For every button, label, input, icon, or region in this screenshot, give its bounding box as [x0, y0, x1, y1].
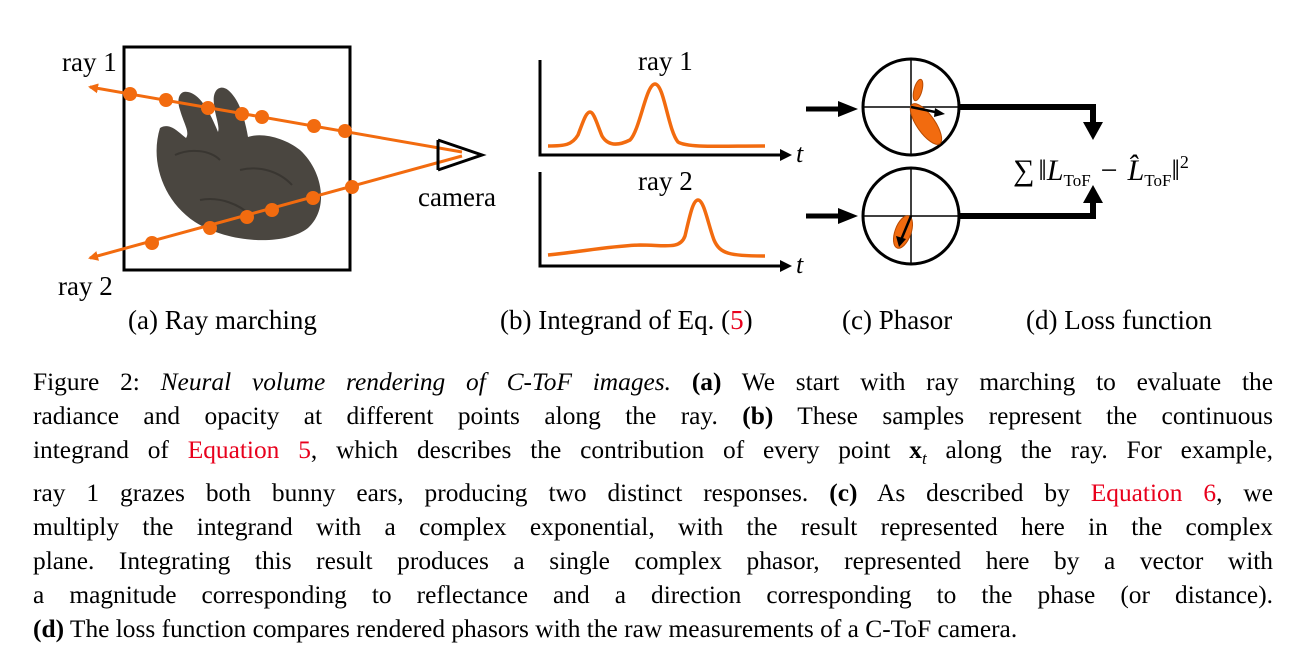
plot-1-axes: [538, 60, 780, 157]
equation-6-ref-link[interactable]: Equation 6: [1090, 479, 1217, 508]
sample-point: [338, 124, 352, 138]
caption-text: ray 1 grazes both bunny ears, producing …: [33, 479, 830, 508]
plot-2-axes: [538, 172, 780, 268]
sample-point: [240, 210, 254, 224]
loss-arrow-bottom: [960, 200, 1096, 219]
subcaption-b: (b) Integrand of Eq. (5): [500, 305, 753, 336]
ray-2-samples: [145, 180, 359, 250]
camera-label: camera: [418, 182, 496, 212]
subcaption-c: (c) Phasor: [842, 305, 953, 335]
sample-point: [345, 180, 359, 194]
caption-line: plane. Integrating this result produces …: [33, 547, 1273, 576]
plot-1-label: ray 1: [638, 46, 693, 76]
math-x: x: [909, 436, 922, 464]
subcaption-b-text: (b) Integrand of Eq. (: [500, 305, 731, 335]
caption-line: integrand of Equation 5, which describes…: [33, 433, 1273, 476]
caption-line: (d) The loss function compares rendered …: [33, 612, 1273, 646]
loss-formula: ∑‖LToF−L̂ToF‖2: [1013, 152, 1189, 190]
figure-label: Figure 2:: [33, 368, 161, 396]
plot-2-axis-arrow: [780, 260, 792, 272]
caption-text: integrand of: [33, 436, 188, 464]
loss-panel: ∑‖LToF−L̂ToF‖2: [960, 104, 1189, 219]
caption-text: We start with ray marching to evaluate t…: [721, 368, 1273, 396]
sample-point: [203, 221, 217, 235]
caption-text: radiance and opacity at different points…: [33, 402, 743, 430]
equation-5-link[interactable]: 5: [730, 305, 744, 335]
plot-1-axis-label: t: [796, 139, 804, 168]
figure-caption: Figure 2: Neural volume rendering of C-T…: [33, 365, 1273, 646]
caption-text: along the ray. For example,: [926, 436, 1274, 464]
plot-2-axis-label: t: [796, 250, 804, 279]
tag-d: (d): [33, 615, 65, 644]
sample-point: [235, 107, 249, 121]
tag-a: (a): [691, 368, 722, 396]
caption-line: Figure 2: Neural volume rendering of C-T…: [33, 365, 1273, 399]
ray-2-label: ray 2: [58, 271, 113, 301]
ray-1-samples: [123, 87, 352, 138]
caption-line: radiance and opacity at different points…: [33, 399, 1273, 433]
caption-text: As described by: [857, 479, 1091, 508]
integrand-panel: ray 1 t ray 2 t: [538, 46, 804, 279]
caption-line: a magnitude corresponding to reflectance…: [33, 581, 1273, 610]
sample-point: [123, 87, 137, 101]
figure-diagram: ray 1 ray 2 camera ray 1 t ray 2 t: [58, 45, 1189, 301]
phasor-circle-2: [861, 166, 961, 266]
caption-line: multiply the integrand with a complex ex…: [33, 513, 1273, 542]
caption-text: , we: [1216, 479, 1273, 508]
sample-point: [145, 236, 159, 250]
sample-point: [306, 191, 320, 205]
subcaption-d: (d) Loss function: [1026, 305, 1212, 335]
sample-point: [201, 101, 215, 115]
scene-box: [122, 45, 352, 272]
subcaption-b-close: ): [743, 305, 753, 335]
plot-1-axis-arrow: [780, 149, 792, 161]
plot-2-curve: [547, 198, 766, 258]
loss-arrow-top: [960, 104, 1096, 125]
plot-2-label: ray 2: [638, 166, 693, 196]
caption-line: ray 1 grazes both bunny ears, producing …: [33, 476, 1273, 510]
subcaption-a: (a) Ray marching: [128, 305, 317, 335]
ray-1-label: ray 1: [62, 47, 117, 77]
caption-text: The loss function compares rendered phas…: [64, 615, 1018, 644]
ray-marching-panel: ray 1 ray 2 camera: [58, 45, 496, 301]
figure-title: Neural volume rendering of C-ToF images.: [160, 368, 672, 396]
ray-1-line: [88, 83, 463, 154]
caption-text: These samples represent the continuous: [773, 402, 1273, 430]
sample-point: [255, 110, 269, 124]
caption-text: , which describes the contribution of ev…: [310, 436, 910, 464]
math-subscript-t: t: [921, 449, 927, 469]
tag-c: (c): [829, 479, 858, 508]
sample-point: [307, 119, 321, 133]
phasor-vector-2: [899, 215, 913, 241]
sample-point: [265, 203, 279, 217]
camera-icon: [437, 138, 487, 172]
plot-1-curve: [547, 82, 766, 149]
phasor-panel: [806, 57, 961, 266]
phasor-circle-1: [861, 57, 961, 157]
tag-b: (b): [742, 402, 774, 430]
equation-5-ref-link[interactable]: Equation 5: [187, 436, 311, 464]
sample-point: [159, 93, 173, 107]
